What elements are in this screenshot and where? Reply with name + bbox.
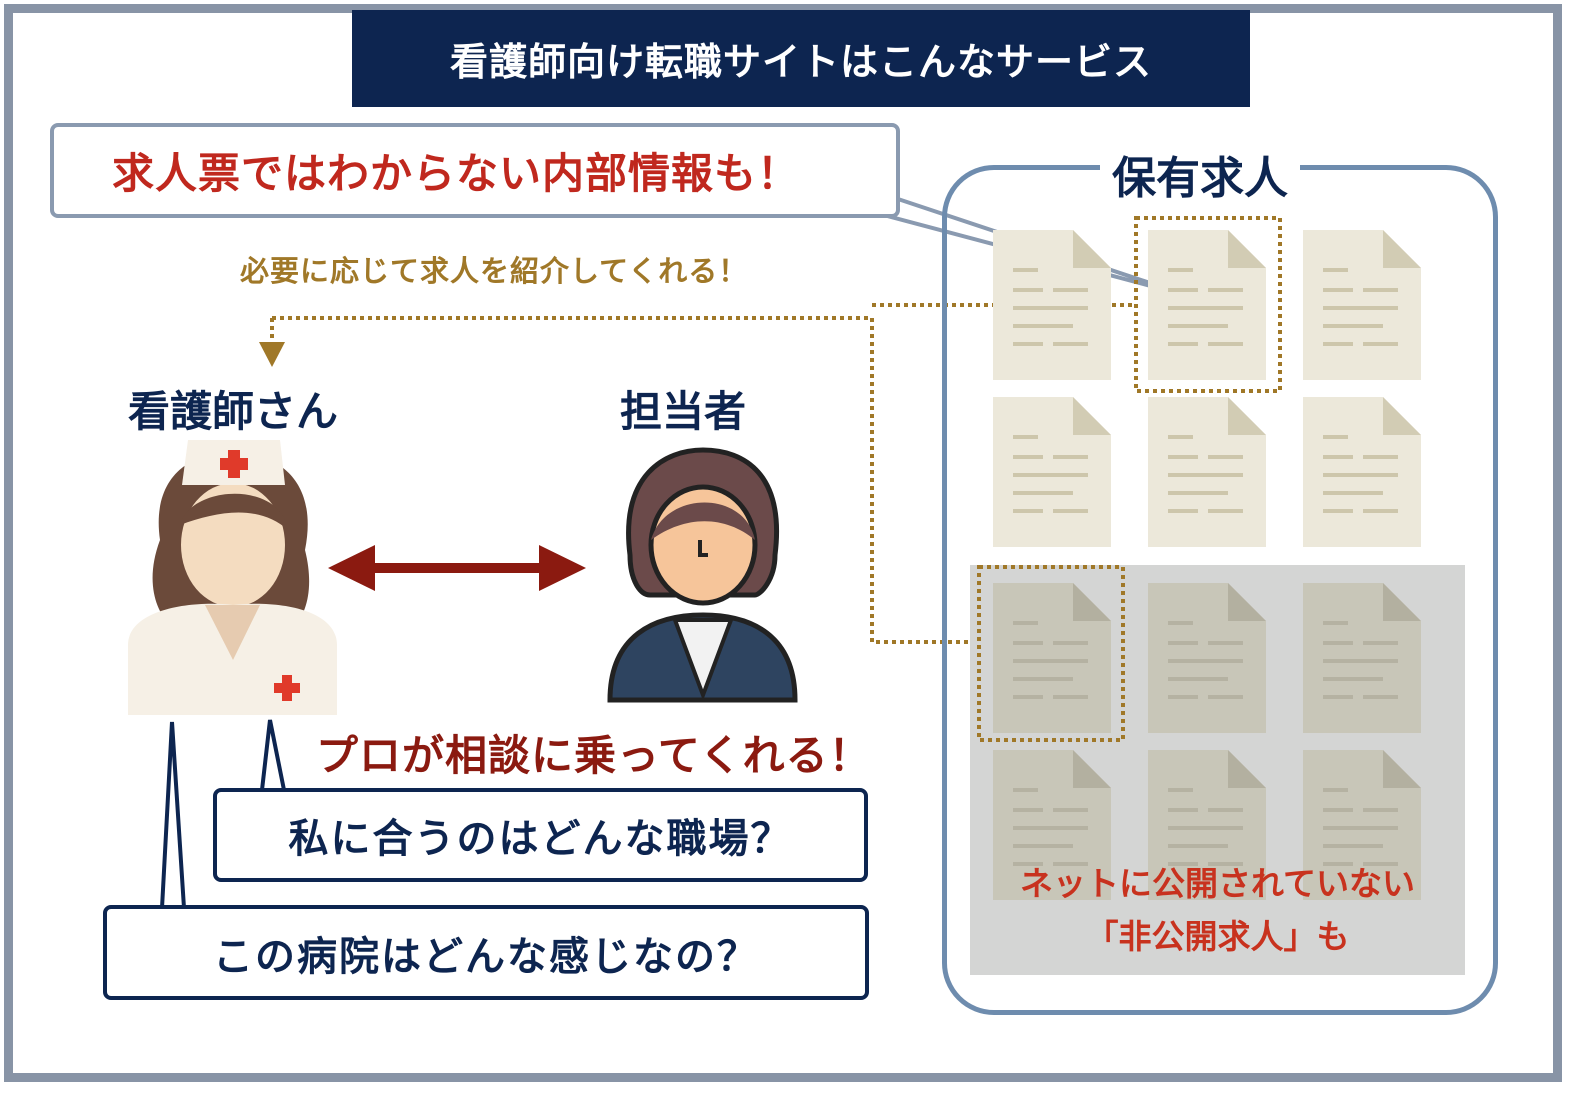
arrow-down-icon [259,342,285,367]
hidden-jobs-text-line2: 「非公開求人」も [1085,917,1350,956]
staff-label: 担当者 [620,387,747,436]
speech-bubble-hospital: この病院はどんな感じなの？ [103,905,869,1000]
job-document-icon [1148,230,1266,380]
job-document-icon [993,230,1111,380]
nurse-icon [128,440,337,715]
page-title: 看護師向け転職サイトはこんなサービス [352,10,1250,107]
pro-consult-text: プロが相談に乗ってくれる！ [316,731,872,780]
job-document-icon [1303,750,1421,900]
outer-frame [4,4,1562,1082]
speech-tails [160,719,286,909]
double-arrow-icon [328,545,586,591]
staff-icon [607,447,798,703]
job-document-icon [1148,583,1266,733]
job-document-icon [993,583,1111,733]
hidden-jobs-text-line1: ネットに公開されていない [1019,864,1415,903]
speech-bubble-workplace: 私に合うのはどんな職場？ [213,788,868,882]
callout-box: 求人票ではわからない内部情報も！ [50,123,900,218]
introduce-text: 必要に応じて求人を紹介してくれる！ [240,254,749,288]
jobs-panel-title: 保有求人 [1100,142,1300,206]
job-document-icon [993,750,1111,900]
job-document-icon [1303,230,1421,380]
job-document-icon [1148,750,1266,900]
job-document-icon [1303,397,1421,547]
nurse-label: 看護師さん [128,387,339,436]
job-document-icon [1303,583,1421,733]
job-document-icon [993,397,1111,547]
job-document-icon [1148,397,1266,547]
